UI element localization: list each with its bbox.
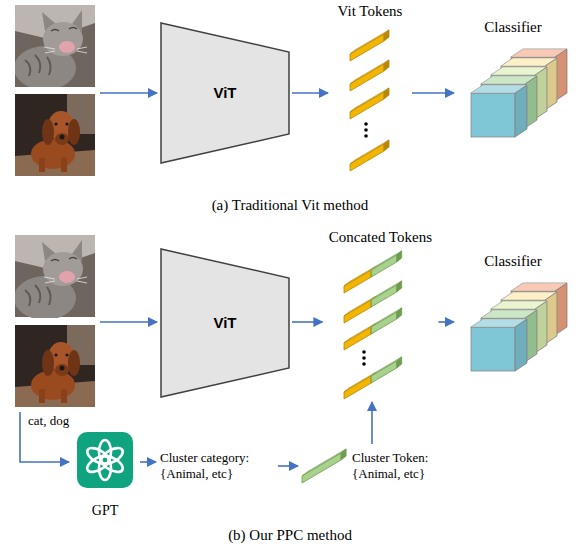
node-label: Vit Tokens: [338, 2, 403, 20]
label-arrow: [20, 412, 69, 462]
node-label: Classifier: [484, 18, 542, 36]
dog-photo: [15, 325, 95, 407]
flow-arrow: [292, 321, 322, 323]
vit-encoder: ViT: [160, 22, 290, 164]
node-shape: [456, 252, 570, 384]
input-arrow: [100, 92, 157, 94]
label-holder: cat, dog: [28, 411, 98, 429]
flow-arrow: [438, 321, 454, 323]
flow-arrow: [140, 461, 156, 463]
dog-photo: [15, 94, 95, 176]
node-shape: [456, 18, 570, 150]
node-shape: [330, 2, 410, 170]
node-label: Cluster Token: {Animal, etc}: [352, 450, 464, 481]
node-label: Cluster category: {Animal, etc}: [160, 450, 272, 481]
input-label: cat, dog: [28, 413, 69, 428]
flow-arrow: [292, 92, 328, 94]
sub-caption: (b) Our PPC method: [228, 527, 352, 543]
input-arrow: [100, 321, 157, 323]
concat-token-stack: Concated Tokens: [324, 228, 436, 400]
token-stack: Vit Tokens: [330, 2, 410, 170]
cluster-token: Cluster Token: {Animal, etc}: [300, 446, 470, 486]
node-label: ViT: [213, 84, 236, 102]
cluster-category-text: Cluster category: {Animal, etc}: [158, 446, 276, 486]
flow-arrow: [371, 402, 373, 444]
node-shape: [324, 228, 436, 400]
node-label: Concated Tokens: [329, 228, 432, 246]
flow-arrow: [278, 465, 298, 467]
gpt-logo: GPT: [72, 430, 138, 524]
label-holder: (b) Our PPC method: [0, 526, 580, 544]
label-holder: (a) Traditional Vit method: [0, 196, 580, 214]
classifier-block: Classifier: [456, 18, 570, 150]
sub-caption: (a) Traditional Vit method: [212, 197, 369, 213]
node-label: GPT: [92, 503, 118, 520]
vit-encoder: ViT: [160, 248, 290, 398]
flow-arrow: [412, 92, 454, 94]
node-label: ViT: [213, 314, 236, 332]
node-label: Classifier: [484, 252, 542, 270]
cat-photo: [14, 235, 95, 320]
cat-photo: [14, 5, 95, 90]
classifier-block: Classifier: [456, 252, 570, 384]
